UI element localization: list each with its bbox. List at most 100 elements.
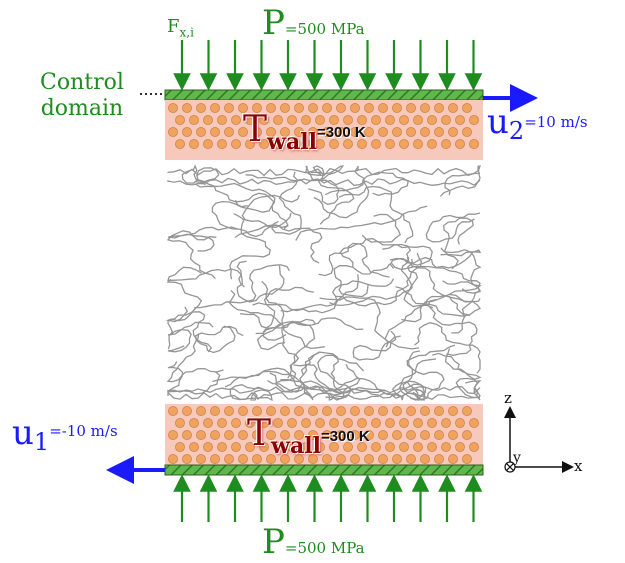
atom [378,127,388,137]
atom [189,139,199,149]
atom [441,115,451,125]
atom [189,418,199,428]
axis-x-label: x [574,457,583,475]
atom [168,430,178,440]
atom [469,418,479,428]
atom [441,418,451,428]
atom [238,406,248,416]
atom [294,430,304,440]
polymer-chain [181,164,220,186]
atom [357,442,367,452]
polymer-chain [211,200,289,238]
polymer-chain [440,247,482,317]
atom [273,139,283,149]
atom [196,127,206,137]
atom [427,115,437,125]
atom [420,430,430,440]
bottom-wall-temp-label: Twall=300 K [247,413,370,459]
atom [224,127,234,137]
coordinate-axes-icon [504,406,574,473]
atom [371,139,381,149]
polymer-chain [262,286,314,341]
atom [406,127,416,137]
atom [350,127,360,137]
atom [168,127,178,137]
polymer-chain [167,177,481,187]
atom [245,139,255,149]
atom [238,454,248,464]
polymer-chain [234,224,323,264]
atom [420,454,430,464]
atom [434,454,444,464]
bottom-force-arrows [173,474,483,522]
atom [168,103,178,113]
atom [245,115,255,125]
atom [434,103,444,113]
polymer-chain [167,391,481,401]
polymer-chain [313,165,370,219]
axis-z-label: z [504,389,512,407]
atom [301,115,311,125]
atom [252,406,262,416]
polymer-chain [236,260,285,303]
polymer-chain [443,217,474,270]
atom [196,406,206,416]
atom [217,418,227,428]
atom [455,115,465,125]
atom [294,103,304,113]
atom [245,418,255,428]
atom [308,430,318,440]
polymer-chain [165,306,213,353]
atom [385,418,395,428]
polymer-chain [361,234,433,269]
polymer-chain [241,194,300,228]
polymer-chain [389,256,481,294]
atom [315,418,325,428]
atom [280,454,290,464]
atom [371,418,381,428]
atom [287,139,297,149]
polymer-chain [275,318,317,384]
atom [266,103,276,113]
polymer-chain [299,352,361,392]
atom [189,115,199,125]
atom [315,115,325,125]
top-wall-atoms [168,103,479,149]
atom [210,127,220,137]
atom [462,127,472,137]
polymer-chain [255,321,316,379]
polymer-chain [240,313,364,331]
atom [406,406,416,416]
atom [336,127,346,137]
atom [336,103,346,113]
atom [427,418,437,428]
atom [329,442,339,452]
atom [462,406,472,416]
polymer-chain [167,361,221,395]
atom [259,418,269,428]
atom [266,454,276,464]
polymer-chain [305,165,340,205]
polymer-chain [293,364,401,398]
polymer-chain [392,380,427,401]
atom [238,127,248,137]
polymer-chain [194,182,276,213]
atom [385,442,395,452]
polymer-chain [318,242,390,278]
atom [336,454,346,464]
atom [420,406,430,416]
axis-y-label: y [513,450,521,466]
atom [469,442,479,452]
atom [322,454,332,464]
atom [196,103,206,113]
atom [350,430,360,440]
atom [315,139,325,149]
atom [357,115,367,125]
atom [448,454,458,464]
atom [448,430,458,440]
polymer-chain [167,385,481,395]
atom [203,115,213,125]
atom [455,442,465,452]
polymer-chain [167,167,481,177]
polymer-chain [333,263,391,298]
